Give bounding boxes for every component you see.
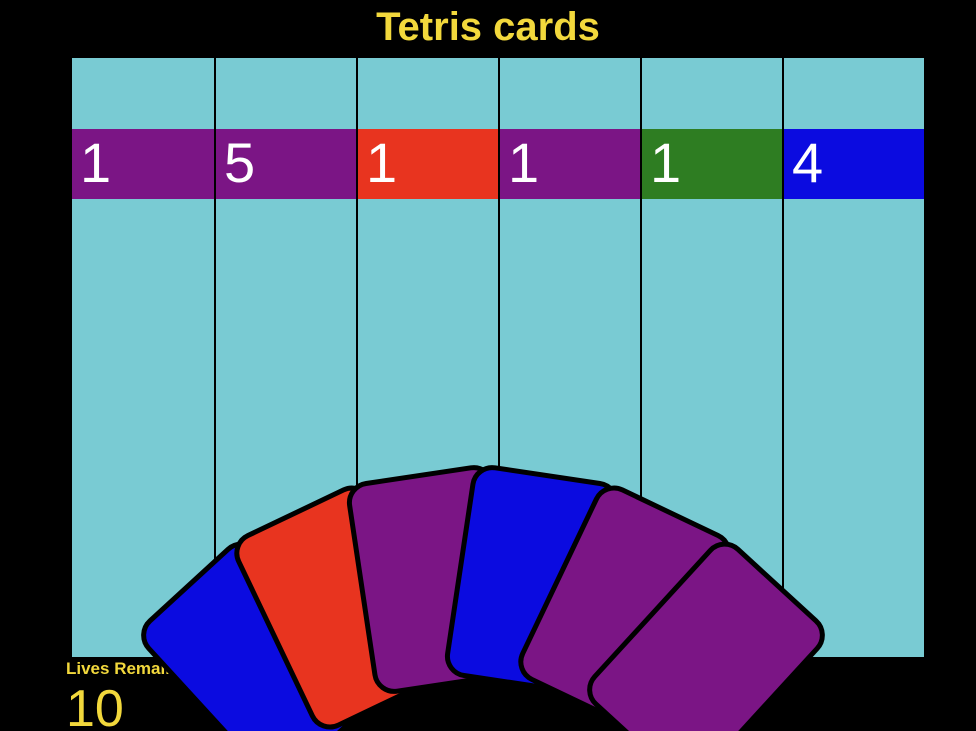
board-cell-value-1: 5 [224,130,256,194]
board-column-5[interactable]: 4 [782,58,924,657]
board-cell-4[interactable]: 1 [642,129,782,199]
board-cell-value-4: 1 [650,130,682,194]
lives-remaining-label: Lives Remaining. [66,659,206,678]
lives-remaining-panel: Lives Remaining. 10 [66,659,366,731]
board-cell-1[interactable]: 5 [216,129,356,199]
board-cell-0[interactable]: 1 [72,129,214,199]
board-cell-value-3: 1 [508,130,540,194]
board-column-4[interactable]: 1 [640,58,782,657]
board-column-3[interactable]: 1 [498,58,640,657]
board-cell-value-0: 1 [80,130,112,194]
board-column-1[interactable]: 5 [214,58,356,657]
board-column-2[interactable]: 1 [356,58,498,657]
tetris-board[interactable]: 1 5 1 1 1 4 [72,58,927,657]
board-cell-2[interactable]: 1 [358,129,498,199]
board-column-0[interactable]: 1 [72,58,214,657]
lives-remaining-value: 10 [66,680,124,731]
page-title: Tetris cards [376,5,600,49]
board-cell-value-5: 4 [792,130,824,194]
board-cell-3[interactable]: 1 [500,129,640,199]
board-cell-5[interactable]: 4 [784,129,924,199]
board-cell-value-2: 1 [366,130,398,194]
